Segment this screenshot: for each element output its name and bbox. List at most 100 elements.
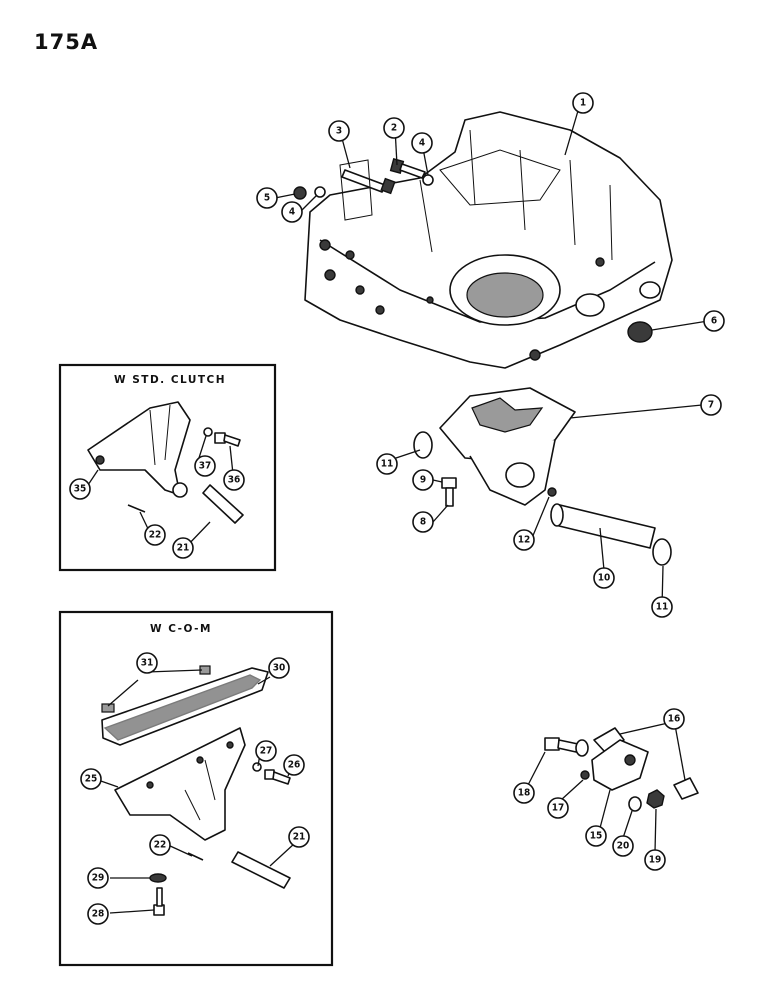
callout-8: 8 [412,511,434,533]
svg-text:22: 22 [149,530,162,541]
svg-text:5: 5 [264,193,270,204]
housing-bolt-2 [389,158,426,179]
transmission-housing [304,111,673,369]
callout-2: 2 [383,117,405,139]
expansion-plug [627,321,653,343]
callout-16: 16 [663,708,685,730]
com-bolt-28 [153,887,165,916]
svg-text:1: 1 [580,98,586,109]
callout-9: 9 [412,469,434,491]
bracket-bolt-18 [544,737,579,753]
callout-22-clutch: 22 [144,524,166,546]
svg-text:21: 21 [293,832,306,843]
svg-text:15: 15 [590,831,603,842]
com-pad-b [101,703,115,713]
callout-29: 29 [87,867,109,889]
svg-text:10: 10 [598,573,611,584]
inset-std-clutch-title: W STD. CLUTCH [114,374,226,386]
clutch-roll-pin [127,504,146,513]
svg-text:25: 25 [85,774,98,785]
svg-text:31: 31 [141,658,154,669]
callout-30: 30 [268,657,290,679]
clutch-pin [202,484,244,524]
svg-text:18: 18 [518,788,531,799]
callout-22-com: 22 [149,834,171,856]
svg-text:2: 2 [391,123,397,134]
callout-1: 1 [572,92,594,114]
clutch-bracket [87,401,191,498]
svg-text:12: 12 [518,535,531,546]
callout-36: 36 [223,469,245,491]
callout-3: 3 [328,120,350,142]
page-number: 175A [34,30,99,54]
callout-7: 7 [700,394,722,416]
svg-text:20: 20 [617,841,630,852]
com-plate [101,667,269,746]
inset-com-title: W C-O-M [150,623,212,635]
callout-26: 26 [283,754,305,776]
svg-text:3: 3 [336,126,342,137]
support-bracket [439,387,576,506]
svg-text:36: 36 [228,475,241,486]
set-screw-17 [580,770,590,780]
svg-text:30: 30 [273,663,286,674]
callout-19: 19 [644,849,666,871]
callout-21-clutch: 21 [172,537,194,559]
callout-25: 25 [80,768,102,790]
svg-text:11: 11 [656,602,669,613]
clutch-bolt [214,432,241,447]
svg-text:8: 8 [420,517,426,528]
com-bolt-26 [264,769,291,785]
nut-19 [646,789,665,809]
com-roll-pin [187,852,204,861]
callout-4-top: 4 [411,132,433,154]
svg-text:19: 19 [649,855,662,866]
bushing-16b [593,727,625,753]
inset-com-frame [58,610,334,967]
svg-text:17: 17 [552,803,565,814]
grease-fitting [547,487,557,497]
pivot-block-15 [591,739,649,791]
com-bracket [114,727,246,841]
snap-ring-right [652,538,672,566]
svg-text:22: 22 [154,840,167,851]
com-pin [231,851,291,889]
svg-text:26: 26 [288,760,301,771]
bushing-16c [673,777,699,800]
callout-4-left: 4 [281,201,303,223]
svg-text:37: 37 [199,461,212,472]
callout-11-left: 11 [376,453,398,475]
svg-text:27: 27 [260,746,273,757]
callout-18: 18 [513,782,535,804]
svg-text:4: 4 [289,207,295,218]
snap-ring-left [413,431,433,459]
callout-11-right: 11 [651,596,673,618]
clutch-washer [203,427,213,437]
callout-20: 20 [612,835,634,857]
callout-10: 10 [593,567,615,589]
housing-bolt-3 [341,169,396,195]
svg-text:11: 11 [381,459,394,470]
callout-37: 37 [194,455,216,477]
callout-5: 5 [256,187,278,209]
housing-gasket [339,159,373,221]
inset-std-clutch-frame [58,363,277,572]
com-washer-29 [149,873,167,883]
svg-text:35: 35 [74,484,87,495]
callout-35: 35 [69,478,91,500]
pivot-pin [550,503,656,549]
svg-text:4: 4 [419,138,425,149]
callout-27: 27 [255,740,277,762]
svg-text:28: 28 [92,909,105,920]
callout-12: 12 [513,529,535,551]
svg-text:6: 6 [711,316,717,327]
housing-nut-5 [293,186,307,200]
svg-text:9: 9 [420,475,426,486]
callout-21-com: 21 [288,826,310,848]
com-washer-27 [252,762,262,772]
bracket-bolt [441,477,457,507]
callout-15: 15 [585,825,607,847]
bushing-16a [575,739,589,757]
svg-text:7: 7 [708,400,714,411]
